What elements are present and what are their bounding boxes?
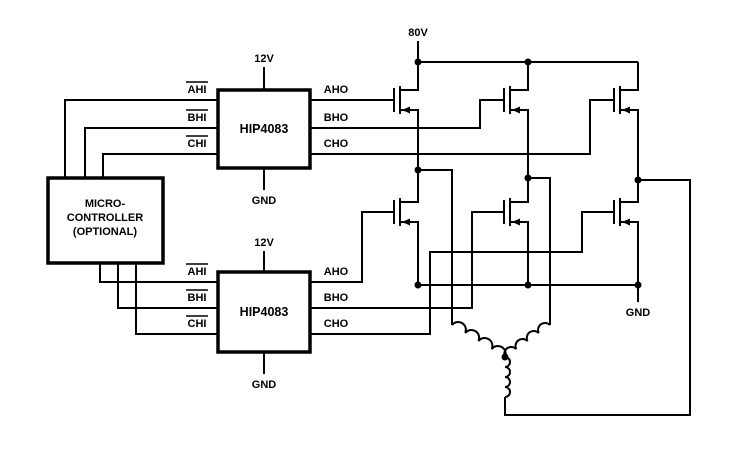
driver-bottom-12v-label: 12V: [254, 237, 274, 249]
driver-bottom-box: [216, 270, 312, 354]
junction-rail-a: [414, 58, 422, 66]
driver-top-box: [216, 88, 312, 170]
microcontroller-label-line1: MICRO-: [85, 198, 126, 210]
driver-bottom-label: HIP4083: [240, 305, 289, 319]
junction-dots: [414, 58, 642, 361]
pin-bottom-bhi: BHI: [188, 292, 207, 304]
mosfet-low-side-a: [381, 189, 419, 235]
wire-motor-phase-b: [528, 177, 551, 325]
driver-top-12v-label: 12V: [254, 53, 274, 65]
pin-top-chi: CHI: [188, 138, 207, 150]
pin-top-bhi: BHI: [188, 112, 207, 124]
driver-top-gnd-label: GND: [252, 195, 277, 207]
pin-top-cho: CHO: [324, 138, 349, 150]
wire-top-bho: [310, 99, 492, 129]
junction-gnd-a: [414, 281, 422, 289]
junction-phase-b-tap: [524, 174, 532, 182]
pin-bottom-bho: BHO: [324, 292, 349, 304]
power-stage: [381, 77, 639, 235]
junction-gnd-c: [634, 281, 642, 289]
wire-top-ahi: [64, 99, 218, 178]
blocks: MICRO- CONTROLLER (OPTIONAL) HIP4083 HIP…: [46, 88, 312, 354]
wire-top-bhi: [84, 127, 218, 178]
junction-phase-c-tap: [634, 176, 642, 184]
driver-top-pin-labels: AHI BHI CHI AHO BHO CHO 12V GND: [186, 53, 349, 207]
winding-coil-a: [451, 321, 507, 358]
wire-bottom-aho: [310, 211, 382, 283]
mosfet-high-side-a: [381, 77, 419, 123]
junction-wye-center: [501, 353, 509, 361]
mosfet-high-side-b: [491, 77, 529, 123]
bus-voltage-label: 80V: [408, 27, 428, 39]
driver-bottom-pin-labels: AHI BHI CHI AHO BHO CHO 12V GND: [186, 237, 349, 391]
wire-motor-phase-c: [504, 179, 691, 416]
microcontroller-label-line3: (OPTIONAL): [73, 226, 137, 238]
pin-bottom-cho: CHO: [324, 318, 349, 330]
pin-bottom-aho: AHO: [324, 266, 349, 278]
mosfet-high-side-c: [601, 77, 639, 123]
junction-phase-a-tap: [414, 166, 422, 174]
motor-winding: [451, 321, 551, 398]
wire-top-chi: [102, 153, 218, 178]
wire-top-cho: [310, 99, 602, 155]
wire-bottom-chi: [135, 263, 218, 335]
pin-top-aho: AHO: [324, 84, 349, 96]
wire-motor-phase-a: [418, 169, 453, 325]
junction-rail-b: [524, 58, 532, 66]
pin-top-bho: BHO: [324, 112, 349, 124]
wire-bottom-bhi: [117, 263, 218, 309]
bus-ground-label: GND: [626, 307, 651, 319]
wire-bottom-ahi: [99, 263, 218, 283]
mosfet-low-side-b: [491, 189, 529, 235]
bus-labels: 80V GND: [408, 27, 650, 319]
pin-bottom-ahi: AHI: [188, 266, 207, 278]
driver-top-label: HIP4083: [240, 122, 289, 136]
driver-bottom-gnd-label: GND: [252, 379, 277, 391]
wire-bottom-bho: [310, 211, 492, 309]
winding-coil-b: [503, 322, 551, 358]
microcontroller-label-line2: CONTROLLER: [67, 212, 143, 224]
mosfet-low-side-c: [601, 189, 639, 235]
junction-gnd-b: [524, 281, 532, 289]
wire-bottom-cho: [310, 211, 602, 335]
pin-top-ahi: AHI: [188, 84, 207, 96]
winding-coil-c: [504, 356, 511, 398]
microcontroller-box: [46, 176, 165, 265]
pin-bottom-chi: CHI: [188, 318, 207, 330]
